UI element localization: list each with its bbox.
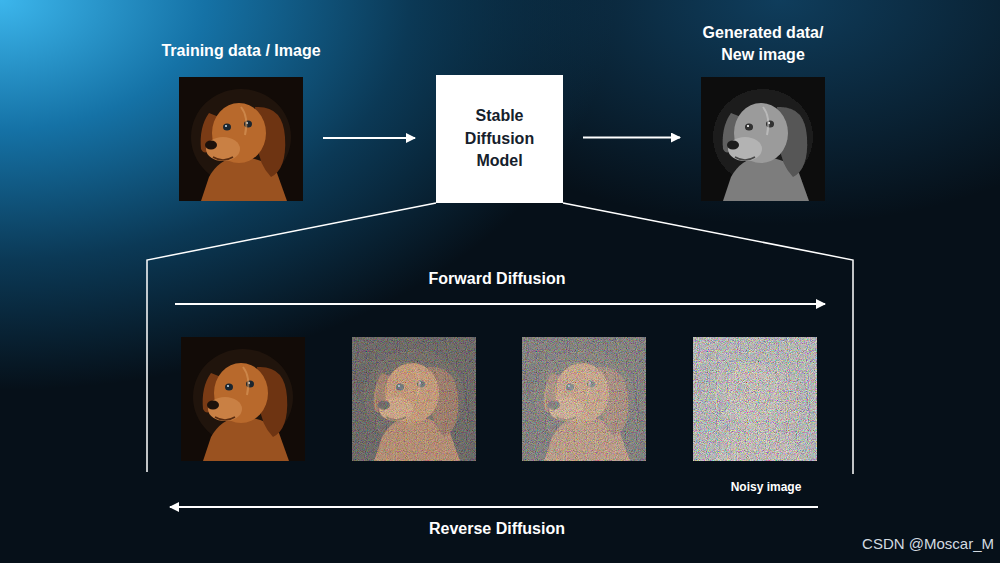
process-label: Forward Diffusion xyxy=(429,270,566,288)
watermark: CSDN @Moscar_M xyxy=(862,535,994,552)
noise-image xyxy=(693,337,817,461)
flow-arrow xyxy=(323,137,415,139)
image-note: Noisy image xyxy=(731,480,802,494)
box-label: Stable Diffusion Model xyxy=(444,105,555,172)
image-caption: Generated data/ New image xyxy=(688,22,838,67)
dog-image xyxy=(181,337,305,461)
process-label: Reverse Diffusion xyxy=(429,520,565,538)
image-caption: Training data / Image xyxy=(141,40,341,62)
model-box: Stable Diffusion Model xyxy=(436,75,563,203)
dog-image-generated xyxy=(701,77,825,201)
flow-arrow xyxy=(583,137,680,139)
image-with-caption: Generated data/ New image xyxy=(701,22,825,200)
image-with-caption: Training data / Image xyxy=(179,36,303,201)
noisy-dog-image xyxy=(352,337,476,461)
reverse-arrow xyxy=(170,506,818,508)
dog-image xyxy=(179,77,303,201)
forward-arrow xyxy=(175,303,825,305)
noisy-dog-image xyxy=(522,337,646,461)
